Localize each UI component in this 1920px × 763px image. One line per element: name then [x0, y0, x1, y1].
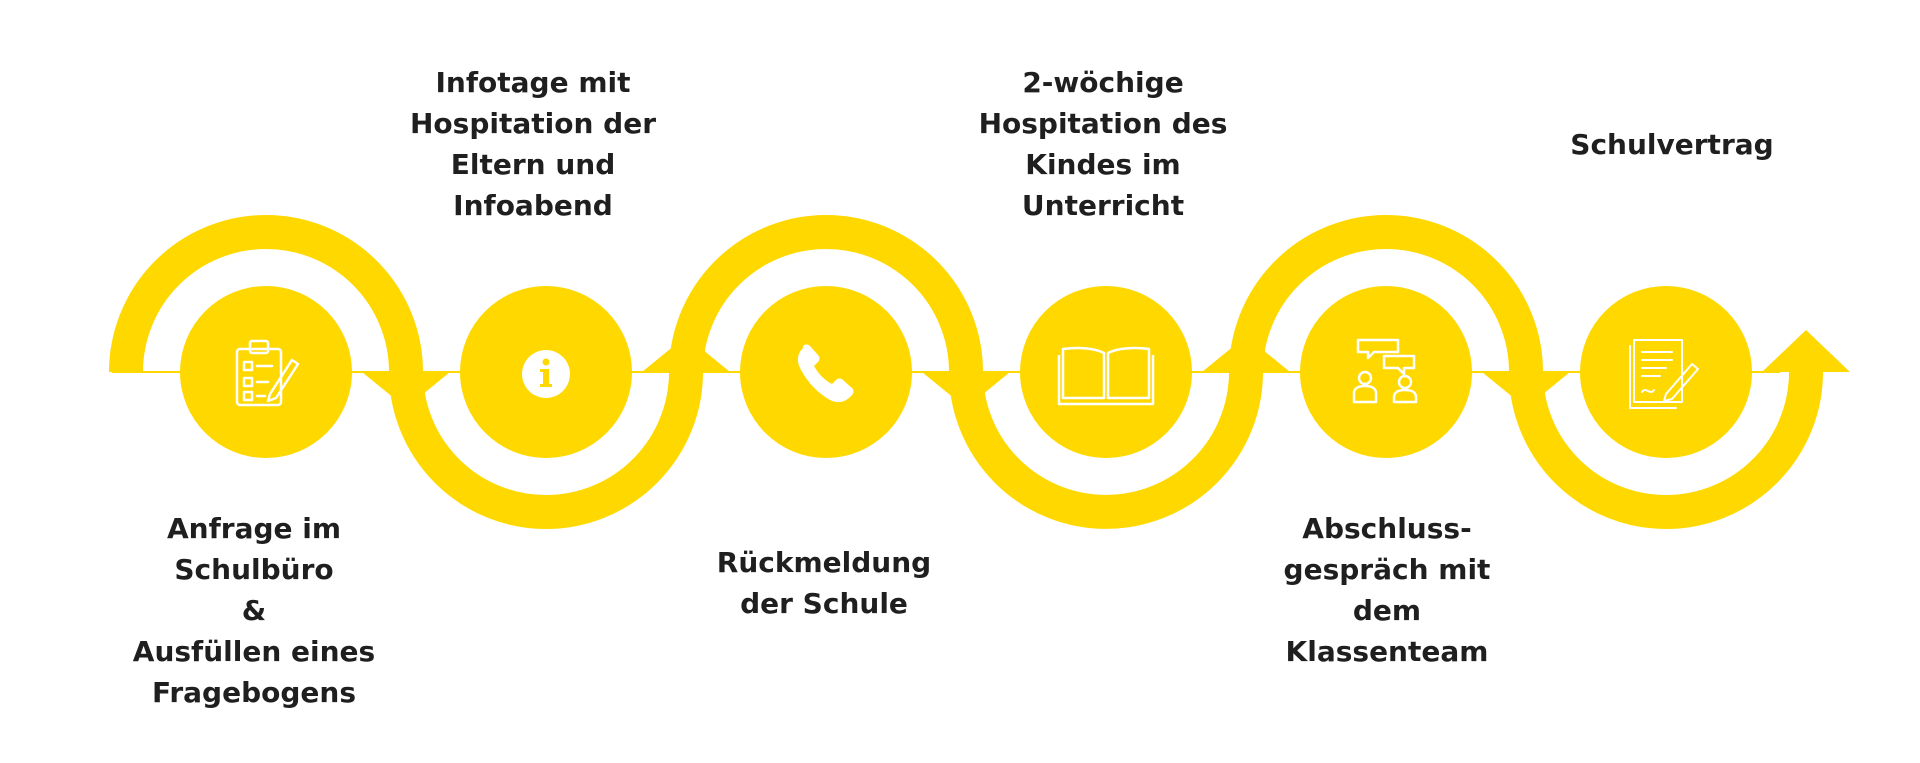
- label-line: 2-wöchige: [1022, 66, 1184, 99]
- contract-pen-icon: [1629, 339, 1699, 409]
- arc-2-bottom: [389, 371, 703, 529]
- label-line: Eltern und: [450, 148, 616, 181]
- arrowhead-up-4: [1202, 336, 1290, 372]
- label-line: Abschluss-: [1302, 512, 1472, 545]
- phone-icon: [797, 344, 854, 403]
- arrowhead-up-end: [1762, 330, 1850, 372]
- arc-1-top: [109, 215, 423, 373]
- label-line: &: [241, 594, 267, 627]
- label-line: Schulbüro: [174, 553, 334, 586]
- label-line: dem: [1352, 594, 1422, 627]
- label-line: Hospitation des: [978, 107, 1228, 140]
- step-5-label: Abschluss- gespräch mit dem Klassenteam: [1237, 508, 1537, 672]
- step-6-label: Schulvertrag: [1522, 124, 1822, 165]
- open-book-icon: [1057, 346, 1155, 406]
- arrowhead-down-5: [1482, 372, 1570, 408]
- label-line: der Schule: [740, 587, 908, 620]
- label-line: Schulvertrag: [1570, 128, 1774, 161]
- step-circle: [180, 286, 352, 458]
- step-6: [1580, 286, 1752, 458]
- step-1: [180, 286, 352, 458]
- step-3-label: Rückmeldung der Schule: [674, 542, 974, 624]
- arc-6-bottom: [1509, 371, 1823, 529]
- label-line: Ausfüllen eines: [132, 635, 376, 668]
- step-1-label: Anfrage im Schulbüro & Ausfüllen eines F…: [104, 508, 404, 713]
- label-line: gespräch mit: [1283, 553, 1491, 586]
- conversation-icon: [1352, 338, 1418, 404]
- label-line: Klassenteam: [1285, 635, 1489, 668]
- clipboard-checklist-icon: [235, 339, 300, 407]
- label-line: Hospitation der: [410, 107, 656, 140]
- step-5: [1300, 286, 1472, 458]
- info-icon: [522, 350, 570, 398]
- arc-4-bottom: [949, 371, 1263, 529]
- arc-5-top: [1229, 215, 1543, 373]
- label-line: Infotage mit: [435, 66, 631, 99]
- step-circle: [1580, 286, 1752, 458]
- arrowhead-down-1: [362, 372, 450, 408]
- step-circle: [740, 286, 912, 458]
- label-line: Rückmeldung: [716, 546, 932, 579]
- step-4: [1020, 286, 1192, 458]
- label-line: Fragebogens: [152, 676, 356, 709]
- label-line: Anfrage im: [166, 512, 342, 545]
- step-circle: [1300, 286, 1472, 458]
- step-2-label: Infotage mit Hospitation der Eltern und …: [383, 62, 683, 226]
- arrowhead-down-3: [922, 372, 1010, 408]
- arrowhead-up-2: [642, 336, 730, 372]
- step-4-label: 2-wöchige Hospitation des Kindes im Unte…: [953, 62, 1253, 226]
- connector-track: [109, 215, 1850, 529]
- label-line: Unterricht: [1021, 189, 1185, 222]
- step-3: [740, 286, 912, 458]
- label-line: Infoabend: [453, 189, 613, 222]
- step-circle: [1020, 286, 1192, 458]
- label-line: Kindes im: [1025, 148, 1181, 181]
- step-2: [460, 286, 632, 458]
- arc-3-top: [669, 215, 983, 373]
